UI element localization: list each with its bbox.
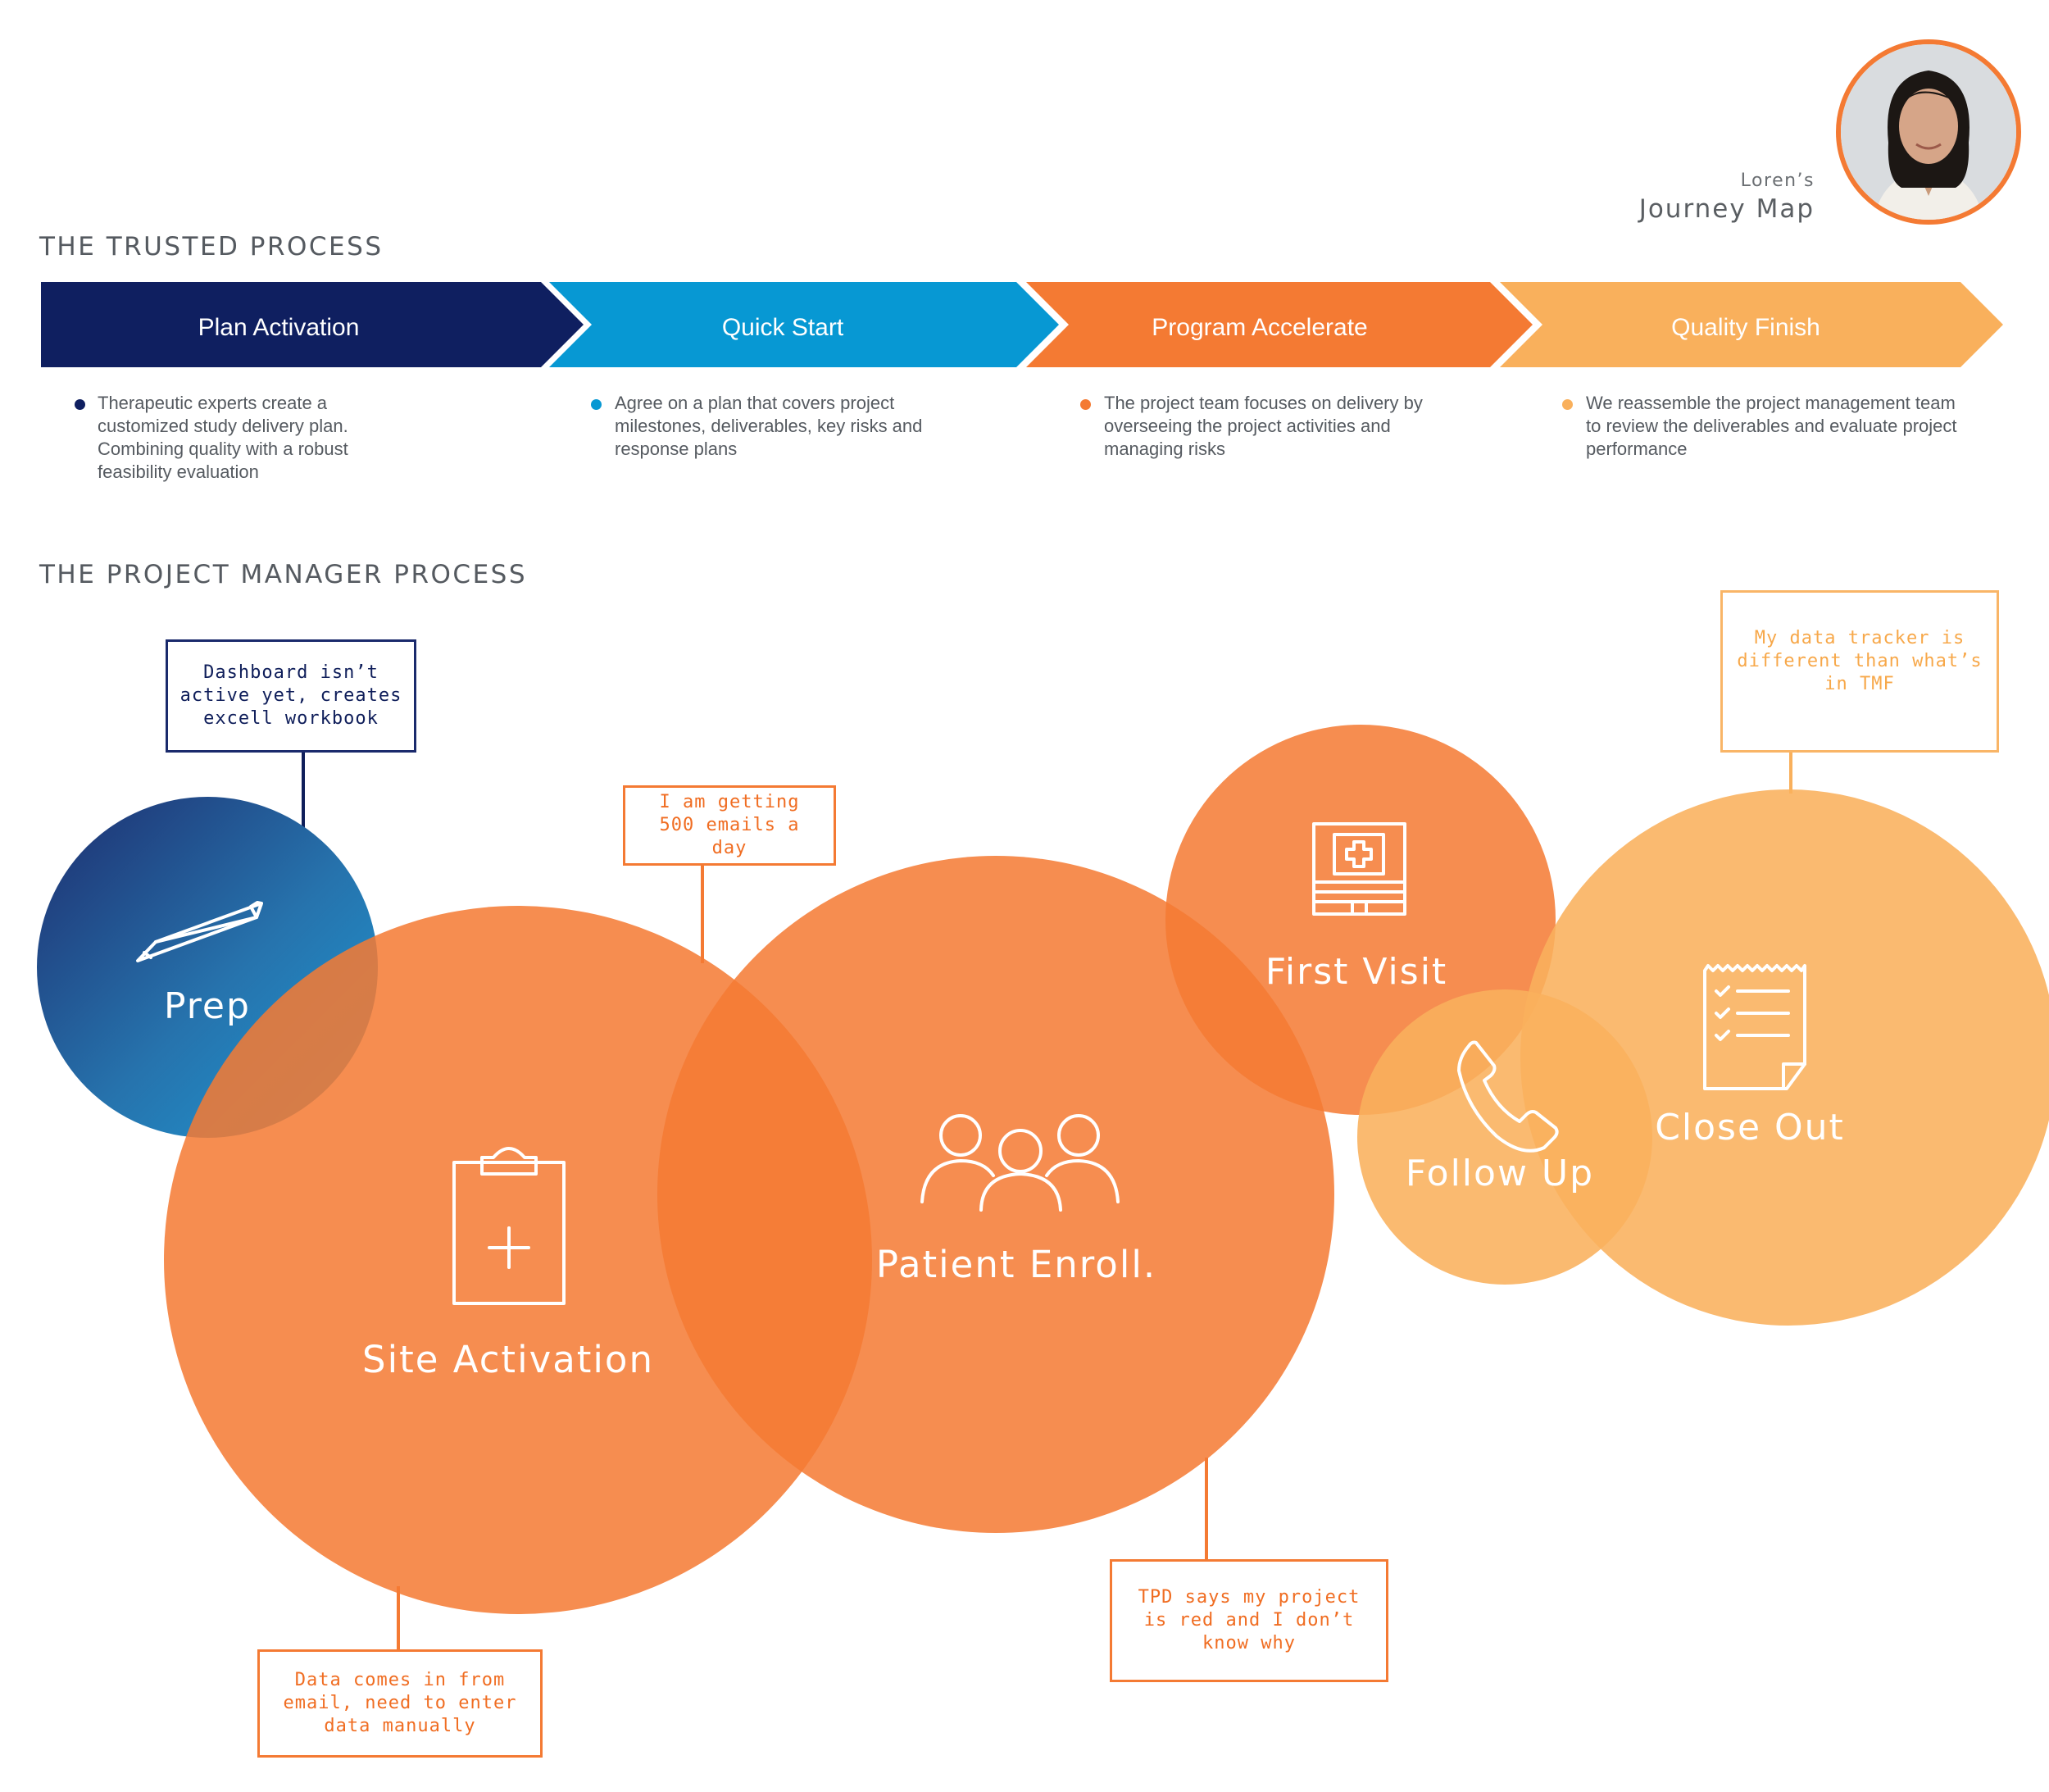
note-data-entry: Data comes in from email, need to enter … bbox=[257, 1649, 543, 1758]
stage-description-quality-finish: We reassemble the project management tea… bbox=[1586, 393, 1957, 459]
bullet-dot-quality-finish bbox=[1562, 399, 1573, 410]
bullet-dot-program-accelerate bbox=[1080, 399, 1091, 410]
bullet-dot-plan-activation bbox=[75, 399, 85, 410]
pm-process-title: THE PROJECT MANAGER PROCESS bbox=[39, 560, 528, 589]
step-label-patient-enroll: Patient Enroll. bbox=[875, 1243, 1157, 1286]
stage-description-plan-activation: Therapeutic experts create a customized … bbox=[98, 393, 348, 482]
stage-label-quick-start: Quick Start bbox=[721, 314, 844, 341]
hospital-icon bbox=[1312, 822, 1406, 916]
stage-chevrons bbox=[41, 282, 2003, 367]
stage-description-program-accelerate: The project team focuses on delivery by … bbox=[1104, 393, 1423, 459]
avatar-portrait bbox=[1841, 44, 2016, 220]
pencil-icon bbox=[136, 901, 263, 962]
stage-chevron-quality-finish[interactable] bbox=[1500, 282, 2003, 367]
checklist-icon bbox=[1703, 964, 1806, 1090]
note-emails: I am getting 500 emails a day bbox=[623, 785, 836, 866]
stage-label-plan-activation: Plan Activation bbox=[198, 314, 360, 341]
patient-enroll-circle[interactable] bbox=[657, 856, 1334, 1533]
step-label-close-out: Close Out bbox=[1655, 1107, 1845, 1148]
stage-label-quality-finish: Quality Finish bbox=[1671, 314, 1820, 341]
step-label-prep: Prep bbox=[164, 985, 251, 1027]
people-group-icon bbox=[920, 1114, 1120, 1212]
stage-chevron-plan-activation[interactable] bbox=[41, 282, 584, 367]
note-prep: Dashboard isn’t active yet, creates exce… bbox=[166, 639, 416, 753]
step-label-follow-up: Follow Up bbox=[1405, 1153, 1595, 1194]
journey-map-title: Journey Map bbox=[1638, 194, 1815, 224]
user-avatar bbox=[1836, 39, 2021, 225]
stage-description-quick-start: Agree on a plan that covers project mile… bbox=[615, 393, 923, 459]
step-label-site-activation: Site Activation bbox=[362, 1338, 654, 1381]
stage-chevron-program-accelerate[interactable] bbox=[1026, 282, 1533, 367]
clipboard-plus-icon bbox=[452, 1147, 566, 1305]
note-tpd: TPD says my project is red and I don’t k… bbox=[1110, 1559, 1388, 1682]
close-out-circle[interactable] bbox=[1520, 789, 2049, 1326]
follow-up-circle[interactable] bbox=[1357, 989, 1652, 1285]
journey-owner: Loren’s bbox=[1740, 171, 1815, 191]
stage-chevron-quick-start[interactable] bbox=[549, 282, 1059, 367]
bullet-dot-quick-start bbox=[591, 399, 602, 410]
stage-label-program-accelerate: Program Accelerate bbox=[1152, 314, 1368, 341]
phone-icon bbox=[1457, 1040, 1559, 1153]
trusted-process-title: THE TRUSTED PROCESS bbox=[39, 232, 384, 262]
step-label-first-visit: First Visit bbox=[1265, 951, 1448, 993]
note-data-tracker: My data tracker is different than what’s… bbox=[1720, 590, 1999, 753]
